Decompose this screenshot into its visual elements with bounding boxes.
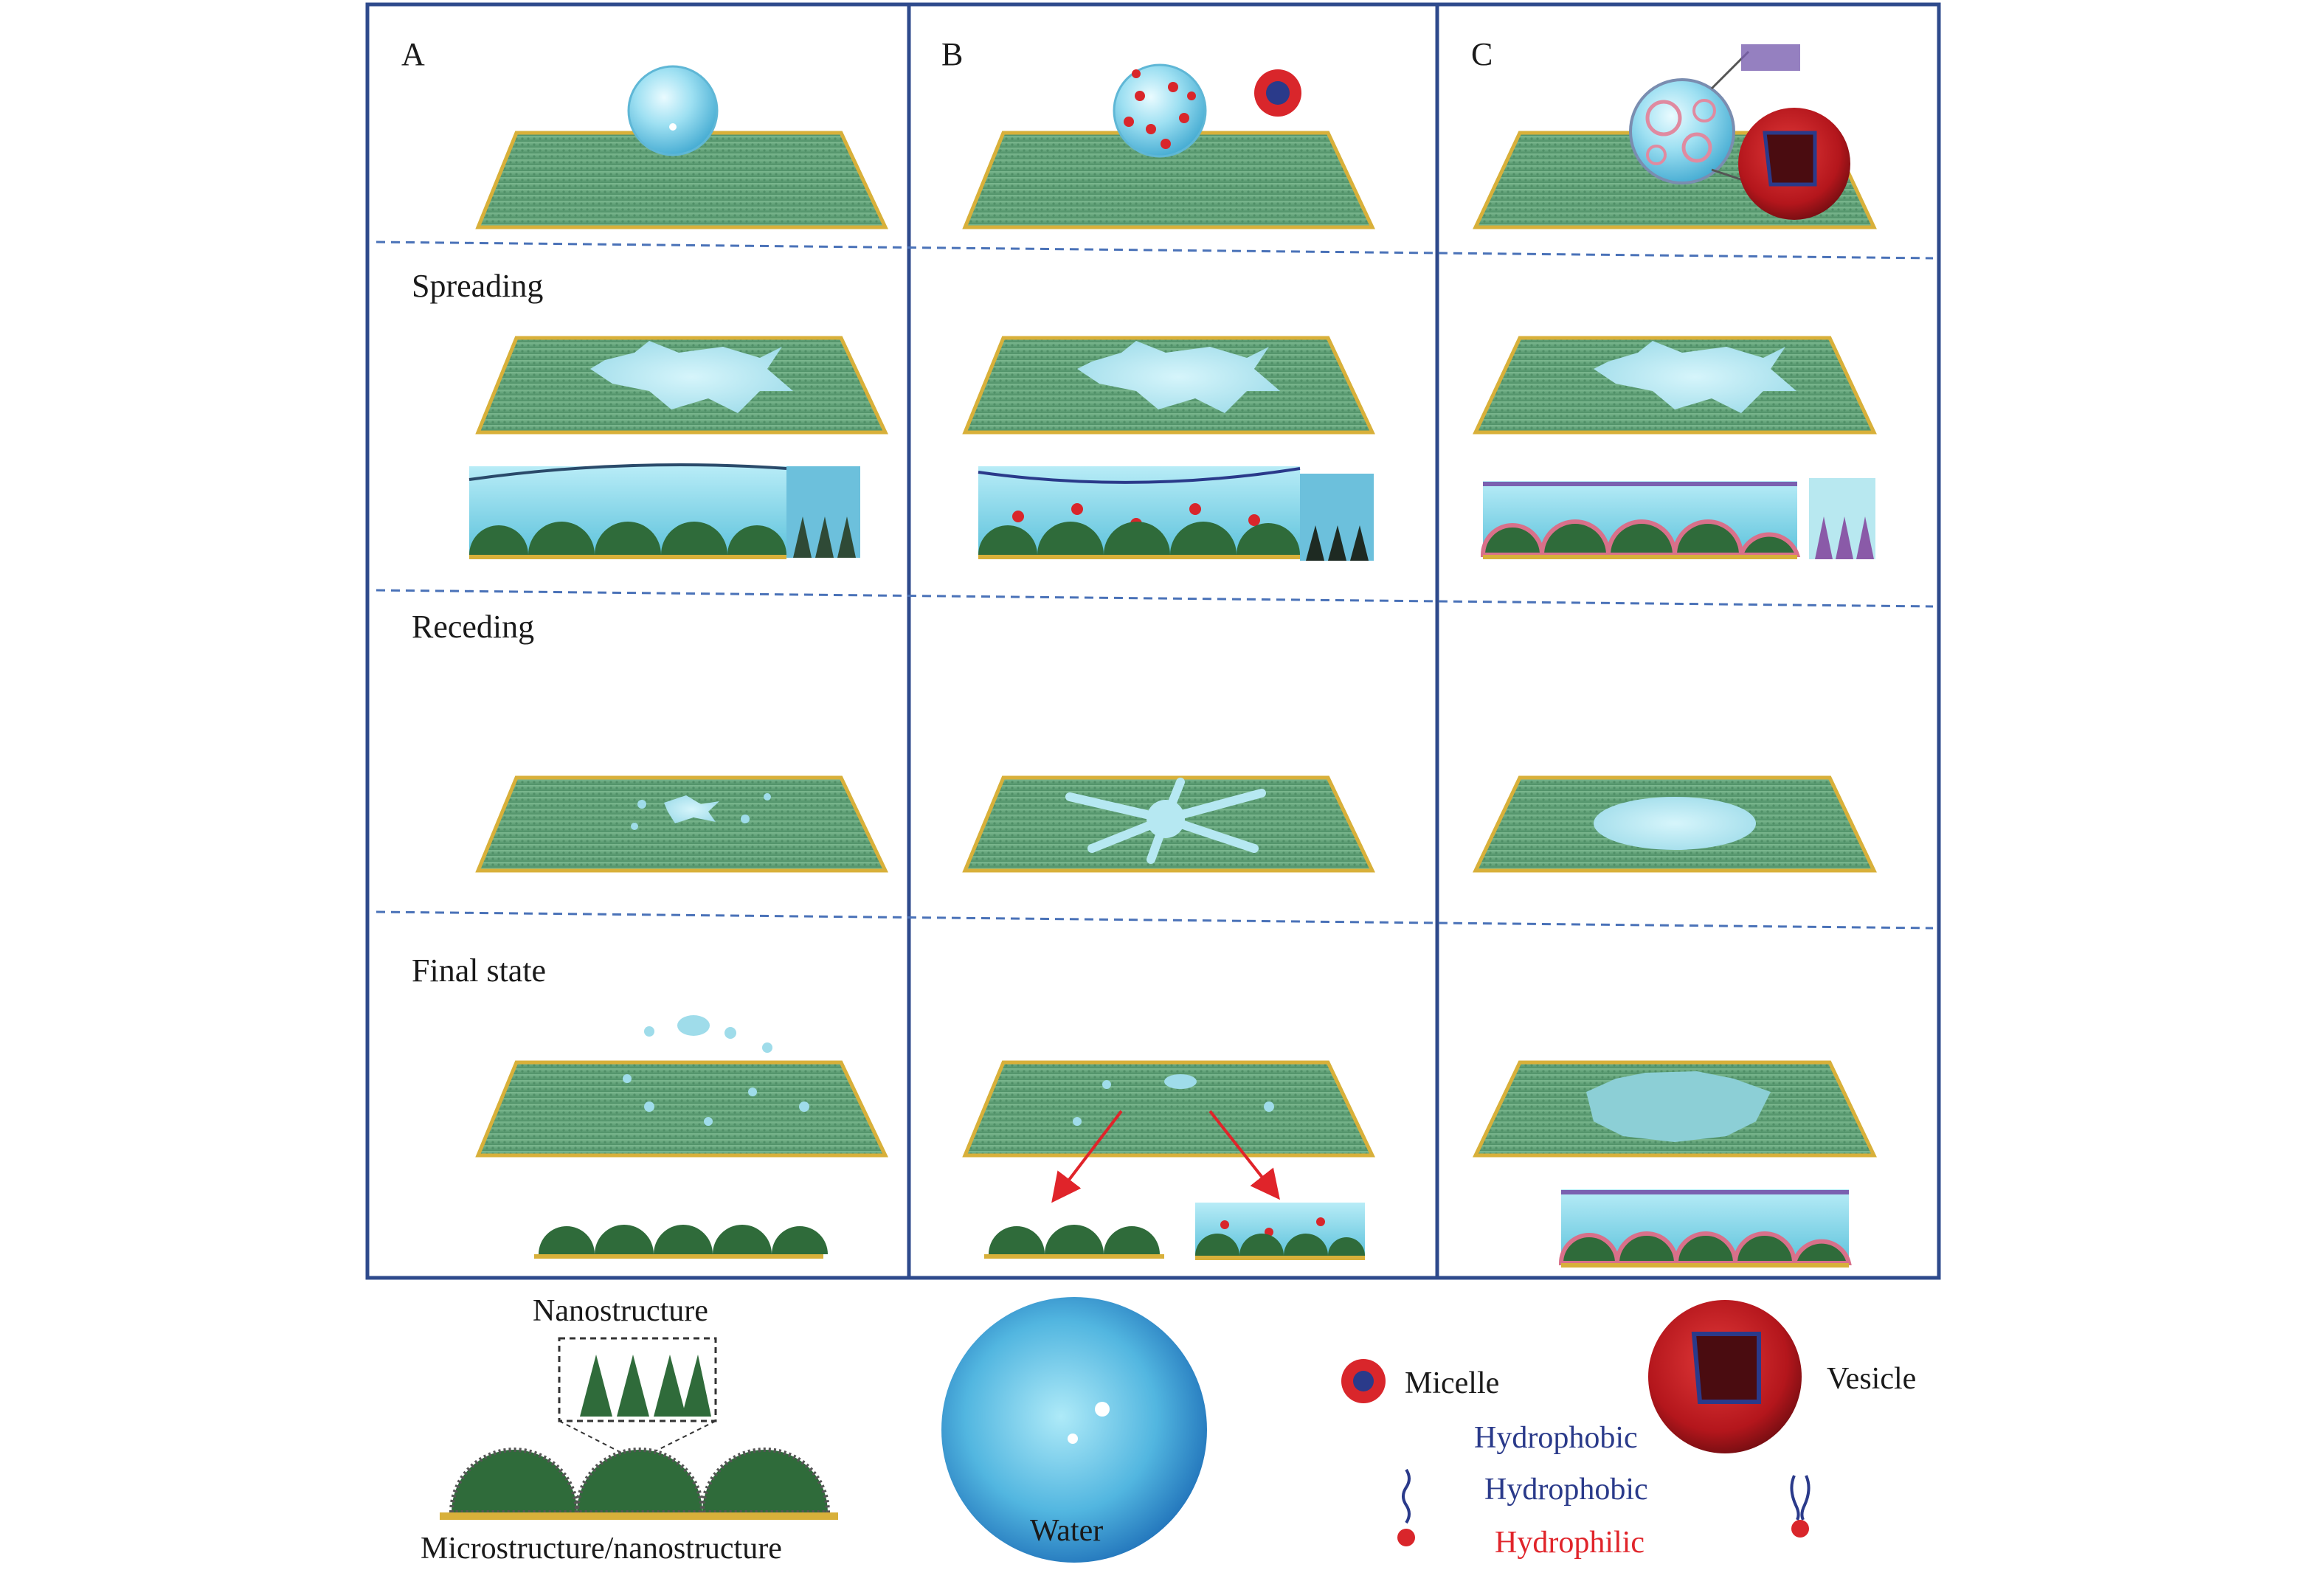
- plate-a3: [475, 775, 888, 873]
- nanostructure-inset-c: [1809, 478, 1875, 559]
- legend-nanostructure-inset: [558, 1337, 717, 1456]
- nanostructure-inset-b: [1300, 474, 1374, 561]
- plate-c3: [1473, 775, 1877, 873]
- plate-a2: [475, 336, 888, 435]
- legend-vesicle-label: Vesicle: [1827, 1362, 1917, 1396]
- cross-section-a: [468, 463, 787, 559]
- panel-label-a: A: [401, 36, 425, 72]
- domes-b-final: [984, 1225, 1164, 1259]
- panel-label-b: B: [941, 36, 964, 72]
- surfactant-droplet-b: [1113, 63, 1207, 158]
- legend-water-sphere: [941, 1297, 1207, 1563]
- plate-c2: [1473, 336, 1877, 435]
- water-droplet-a: [627, 65, 719, 156]
- legend-micelle-label: Micelle: [1405, 1366, 1500, 1400]
- plate-b3: [962, 775, 1375, 873]
- legend-vesicle-icon: [1648, 1300, 1802, 1453]
- plate-b4: [962, 1060, 1375, 1203]
- vesicle-droplet-c: [1629, 44, 1800, 186]
- legend-microstructure: [440, 1448, 838, 1520]
- nanostructure-inset-a: [786, 466, 860, 558]
- legend-hydrophilic-label: Hydrophilic: [1495, 1526, 1645, 1560]
- micelle-icon-b: [1254, 69, 1301, 117]
- plate-a1: [475, 131, 888, 229]
- stage-label-receding: Receding: [412, 609, 535, 645]
- cross-section-c-final: [1558, 1189, 1852, 1268]
- legend-double-tail-surfactant: [1790, 1475, 1811, 1538]
- cross-section-b-final: [1195, 1203, 1365, 1260]
- panel-frames: [365, 2, 1941, 1280]
- stage-separators: [376, 241, 1934, 930]
- cross-section-c: [1480, 481, 1801, 559]
- legend-microstructure-label: Microstructure/nanostructure: [421, 1532, 782, 1566]
- cross-section-b: [978, 466, 1301, 559]
- legend-nanostructure-label: Nanostructure: [533, 1294, 708, 1328]
- stage-label-final: Final state: [412, 952, 547, 989]
- panel-label-c: C: [1471, 36, 1493, 72]
- legend-micelle-icon: [1341, 1359, 1386, 1403]
- domes-a-final: [534, 1225, 828, 1259]
- plate-b1: [962, 131, 1375, 229]
- plate-c4: [1473, 1060, 1877, 1158]
- legend-water-label: Water: [1030, 1514, 1104, 1548]
- stage-label-spreading: Spreading: [412, 268, 544, 304]
- legend-hydrophobic-vesicle-label: Hydrophobic: [1474, 1421, 1638, 1455]
- legend-hydrophobic-label: Hydrophobic: [1484, 1473, 1648, 1507]
- plate-a4: [475, 1015, 888, 1158]
- vesicle-icon-c: [1738, 108, 1850, 220]
- plate-b2: [962, 336, 1375, 435]
- legend-single-tail-surfactant: [1397, 1468, 1415, 1546]
